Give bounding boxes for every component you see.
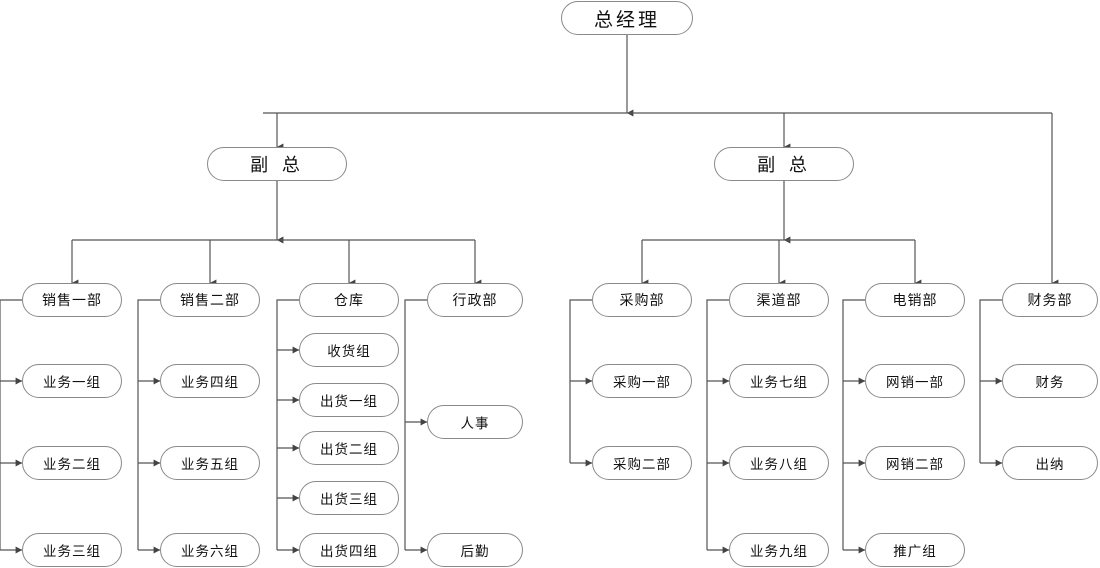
node-team-finance[interactable]: 财务	[1002, 364, 1098, 398]
node-team-channel[interactable]: 业务九组	[729, 533, 829, 567]
node-team-telesale[interactable]: 网销二部	[865, 446, 965, 480]
node-vice-president-right[interactable]: 副 总	[714, 147, 854, 181]
node-department-sales2[interactable]: 销售二部	[160, 283, 260, 317]
connector	[276, 299, 299, 550]
node-department-finance[interactable]: 财务部	[1002, 283, 1098, 317]
connector	[979, 299, 1002, 463]
node-team-admin[interactable]: 后勤	[427, 533, 523, 567]
node-team-warehouse[interactable]: 收货组	[299, 333, 399, 367]
node-department-admin[interactable]: 行政部	[427, 283, 523, 317]
node-team-channel[interactable]: 业务七组	[729, 364, 829, 398]
node-team-sales1[interactable]: 业务一组	[22, 364, 122, 398]
node-department-sales1[interactable]: 销售一部	[22, 283, 122, 317]
node-team-warehouse[interactable]: 出货二组	[299, 431, 399, 465]
node-team-warehouse[interactable]: 出货四组	[299, 533, 399, 567]
node-team-finance[interactable]: 出纳	[1002, 446, 1098, 480]
node-team-purchase[interactable]: 采购二部	[592, 446, 692, 480]
connector	[569, 299, 592, 463]
connector	[842, 299, 865, 550]
node-team-sales2[interactable]: 业务五组	[160, 446, 260, 480]
node-team-sales2[interactable]: 业务四组	[160, 364, 260, 398]
node-team-purchase[interactable]: 采购一部	[592, 364, 692, 398]
node-root-general-manager[interactable]: 总经理	[561, 1, 693, 35]
node-team-sales1[interactable]: 业务二组	[22, 446, 122, 480]
node-department-purchase[interactable]: 采购部	[592, 283, 692, 317]
node-team-telesale[interactable]: 推广组	[865, 533, 965, 567]
node-team-channel[interactable]: 业务八组	[729, 446, 829, 480]
node-department-warehouse[interactable]: 仓库	[299, 283, 399, 317]
connector	[404, 299, 427, 550]
connector	[0, 299, 22, 550]
node-department-channel[interactable]: 渠道部	[729, 283, 829, 317]
node-team-sales2[interactable]: 业务六组	[160, 533, 260, 567]
node-team-telesale[interactable]: 网销一部	[865, 364, 965, 398]
node-vice-president-left[interactable]: 副 总	[207, 147, 347, 181]
node-department-telesale[interactable]: 电销部	[865, 283, 965, 317]
node-team-warehouse[interactable]: 出货三组	[299, 481, 399, 515]
node-team-warehouse[interactable]: 出货一组	[299, 383, 399, 417]
connector	[706, 299, 729, 550]
node-team-admin[interactable]: 人事	[427, 405, 523, 439]
connector	[137, 299, 160, 550]
node-team-sales1[interactable]: 业务三组	[22, 533, 122, 567]
